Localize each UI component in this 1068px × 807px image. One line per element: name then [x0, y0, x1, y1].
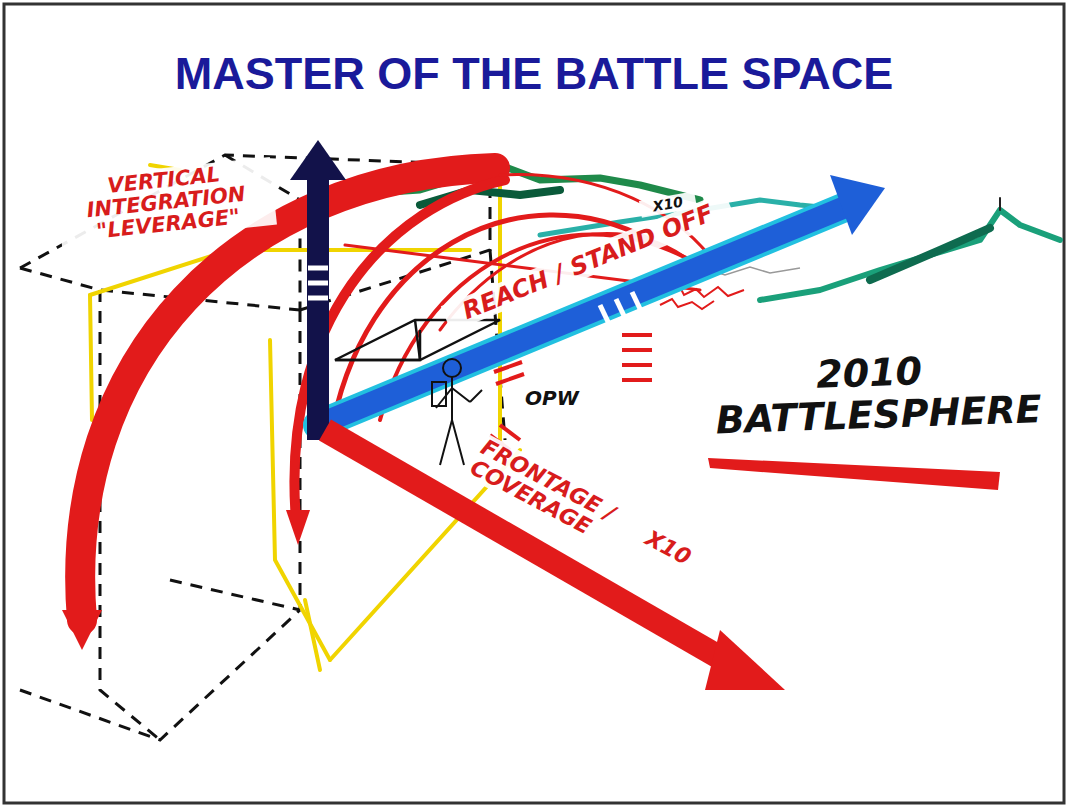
diagram-title: MASTER OF THE BATTLE SPACE [0, 48, 1068, 100]
sketch-label: OPW [522, 386, 598, 410]
sketch-label: X10 [633, 521, 704, 575]
sketch-label: 2010 BATTLESPHERE [711, 347, 1030, 444]
